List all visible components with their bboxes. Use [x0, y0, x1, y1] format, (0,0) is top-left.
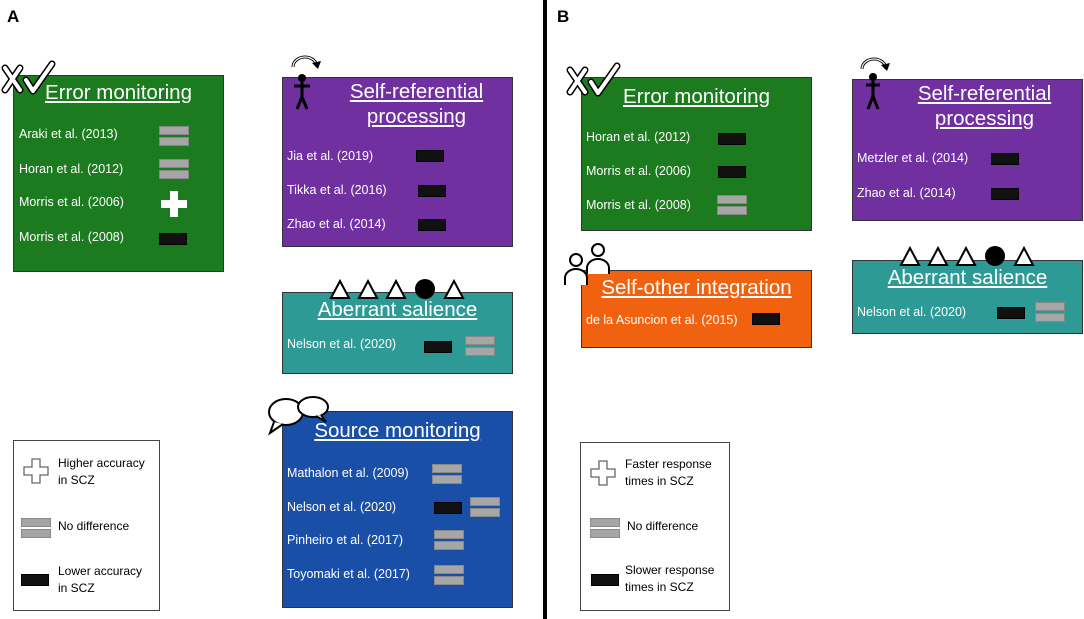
study-item: Toyomaki et al. (2017) [287, 567, 410, 581]
legend-b: Faster response times in SCZ No differen… [580, 442, 730, 611]
error-monitoring-title: Error monitoring [623, 85, 770, 108]
no-difference-bar [470, 508, 500, 517]
self-referential-title-2: processing [366, 105, 467, 128]
error-monitoring-box-b: Error monitoring Horan et al. (2012) Mor… [581, 77, 812, 231]
person-cycle-icon [860, 57, 890, 110]
study-item: Zhao et al. (2014) [857, 186, 956, 200]
lower-result-bar [718, 133, 746, 145]
study-item: Nelson et al. (2020) [287, 500, 397, 514]
study-item: Morris et al. (2008) [586, 198, 691, 212]
study-item: Nelson et al. (2020) [287, 337, 397, 351]
speech-bubbles-icon [267, 396, 329, 436]
panel-divider [543, 0, 547, 619]
source-monitoring-box: Source monitoring Mathalon et al. (2009)… [282, 411, 513, 608]
no-difference-bar [434, 530, 464, 539]
study-item: Morris et al. (2006) [19, 195, 124, 209]
lower-result-bar [752, 313, 780, 325]
no-difference-bar [434, 576, 464, 585]
lower-result-bar [21, 574, 49, 586]
person-cycle-icon [291, 55, 321, 110]
no-difference-bar [465, 347, 495, 356]
legend-higher-1: Higher accuracy [58, 456, 145, 470]
triangles-circle-icon [329, 278, 465, 299]
legend-higher-2: times in SCZ [625, 474, 694, 488]
aberrant-salience-title: Aberrant salience [887, 266, 1048, 289]
two-people-icon [564, 243, 610, 285]
lower-result-bar [591, 574, 619, 586]
source-monitoring-title: Source monitoring [314, 419, 481, 442]
legend-a: Higher accuracy in SCZ No difference Low… [13, 440, 160, 611]
study-item: Pinheiro et al. (2017) [287, 533, 404, 547]
self-referential-title-1: Self-referential [917, 82, 1052, 105]
study-item: Morris et al. (2008) [19, 230, 124, 244]
cross-check-icon [1, 60, 56, 95]
lower-result-bar [418, 185, 446, 197]
study-item: Araki et al. (2013) [19, 127, 118, 141]
no-difference-bar [717, 206, 747, 215]
lower-result-bar [418, 219, 446, 231]
legend-higher-1: Faster response [625, 457, 712, 471]
no-difference-bar [434, 541, 464, 550]
self-other-integration-title: Self-other integration [601, 276, 792, 299]
error-monitoring-title: Error monitoring [45, 81, 192, 104]
panel-a-label: A [7, 7, 20, 26]
no-difference-bar [159, 137, 189, 146]
study-item: Horan et al. (2012) [586, 130, 691, 144]
no-difference-bar [159, 126, 189, 135]
study-item: de la Asuncion et al. (2015) [586, 313, 738, 327]
legend-none: No difference [58, 519, 130, 533]
no-difference-bar [590, 518, 620, 527]
study-item: Nelson et al. (2020) [857, 305, 967, 319]
no-difference-bar [1035, 302, 1065, 311]
self-referential-title-1: Self-referential [349, 80, 484, 103]
self-referential-title-2: processing [934, 107, 1035, 130]
plus-outline-icon [590, 460, 616, 486]
no-difference-bar [159, 170, 189, 179]
study-item: Jia et al. (2019) [287, 149, 374, 163]
no-difference-bar [432, 475, 462, 484]
lower-result-bar [159, 233, 187, 245]
panel-b-label: B [557, 7, 570, 26]
legend-lower-1: Lower accuracy [58, 564, 143, 578]
no-difference-bar [590, 529, 620, 538]
legend-lower-2: times in SCZ [625, 580, 694, 594]
aberrant-salience-title: Aberrant salience [317, 298, 478, 321]
study-item: Morris et al. (2006) [586, 164, 691, 178]
triangles-circle-icon [899, 245, 1035, 266]
study-item: Metzler et al. (2014) [857, 151, 969, 165]
plus-outline-icon [23, 458, 49, 484]
study-item: Mathalon et al. (2009) [287, 466, 409, 480]
no-difference-bar [159, 159, 189, 168]
legend-lower-2: in SCZ [58, 581, 95, 595]
error-monitoring-box-a: Error monitoring Araki et al. (2013) Hor… [13, 75, 224, 272]
self-referential-box-b: Self-referential processing Metzler et a… [852, 79, 1083, 221]
no-difference-bar [1035, 313, 1065, 322]
legend-higher-2: in SCZ [58, 473, 95, 487]
no-difference-bar [470, 497, 500, 506]
plus-icon [161, 191, 187, 217]
lower-result-bar [991, 153, 1019, 165]
no-difference-bar [432, 464, 462, 473]
no-difference-bar [21, 529, 51, 538]
aberrant-salience-box-a: Aberrant salience Nelson et al. (2020) [282, 292, 513, 374]
no-difference-bar [717, 195, 747, 204]
study-item: Horan et al. (2012) [19, 162, 124, 176]
cross-check-icon [566, 62, 621, 97]
lower-result-bar [424, 341, 452, 353]
no-difference-bar [434, 565, 464, 574]
lower-result-bar [991, 188, 1019, 200]
self-referential-box-a: Self-referential processing Jia et al. (… [282, 77, 513, 247]
aberrant-salience-box-b: Aberrant salience Nelson et al. (2020) [852, 260, 1083, 334]
lower-result-bar [718, 166, 746, 178]
legend-lower-1: Slower response [625, 563, 715, 577]
lower-result-bar [416, 150, 444, 162]
study-item: Zhao et al. (2014) [287, 217, 386, 231]
no-difference-bar [21, 518, 51, 527]
legend-none: No difference [627, 519, 699, 533]
no-difference-bar [465, 336, 495, 345]
lower-result-bar [997, 307, 1025, 319]
study-item: Tikka et al. (2016) [287, 183, 387, 197]
self-other-integration-box: Self-other integration de la Asuncion et… [581, 270, 812, 348]
lower-result-bar [434, 502, 462, 514]
